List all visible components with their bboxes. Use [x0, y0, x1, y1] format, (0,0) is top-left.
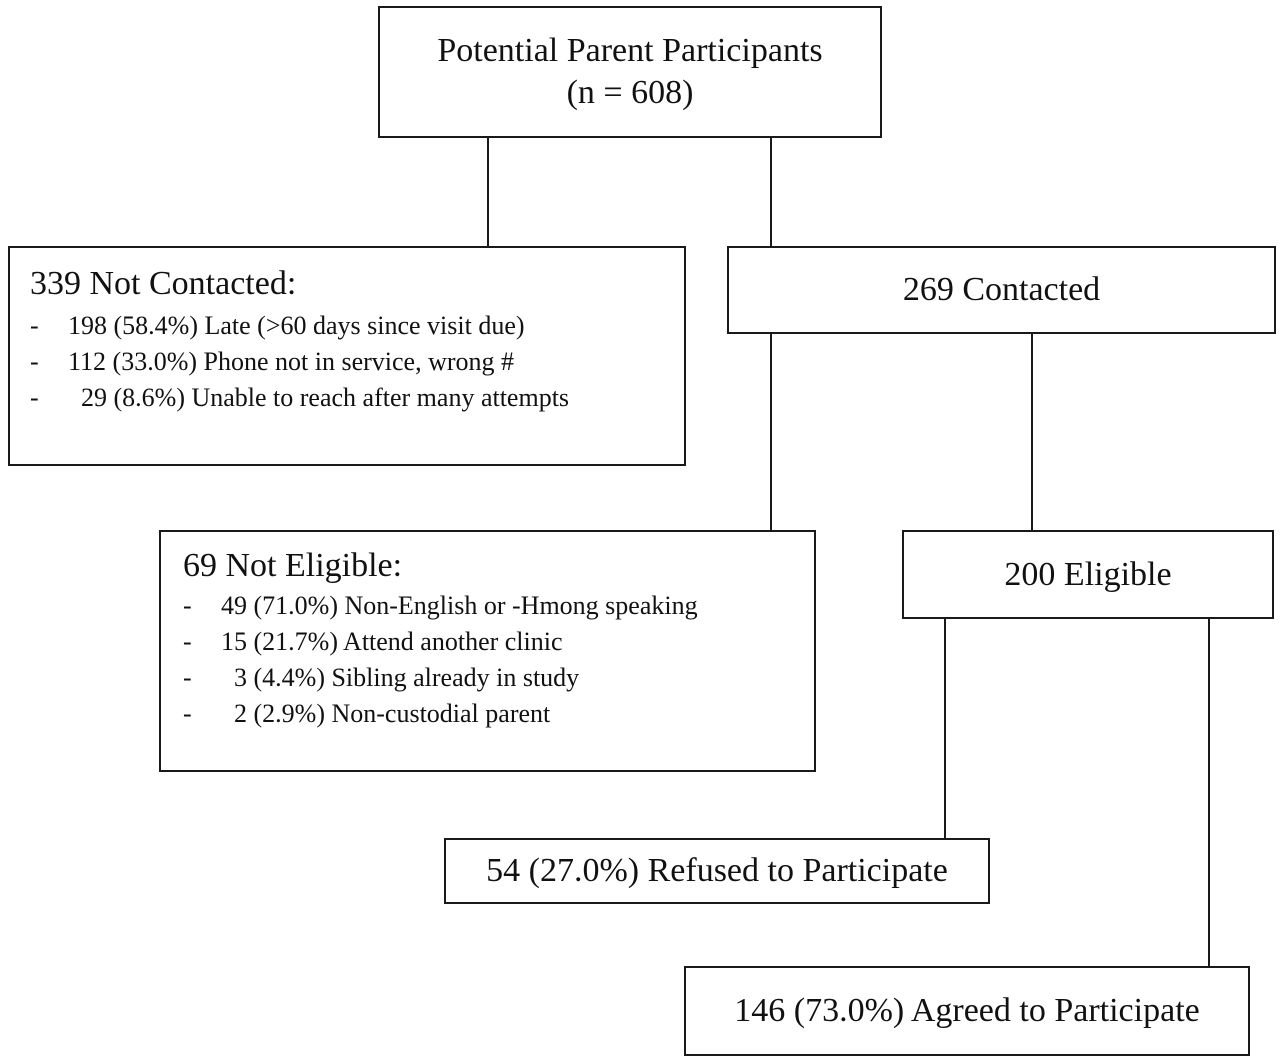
potential-participants-box: Potential Parent Participants (n = 608) [378, 6, 882, 138]
list-dash: - [30, 383, 39, 412]
list-item-text: 3 (4.4%) Sibling already in study [221, 663, 580, 692]
list-item-text: 112 (33.0%) Phone not in service, wrong … [68, 347, 515, 376]
list-item-text: 198 (58.4%) Late (>60 days since visit d… [68, 311, 525, 340]
list-item-text: 2 (2.9%) Non-custodial parent [221, 699, 551, 728]
not-eligible-heading: 69 Not Eligible: [183, 547, 403, 584]
list-item-text: 15 (21.7%) Attend another clinic [221, 627, 563, 656]
list-dash: - [183, 591, 192, 620]
connector-eligible-to-agreed [1208, 618, 1210, 968]
connector-top-to-not-contacted [487, 137, 489, 247]
connector-eligible-to-refused [944, 618, 946, 839]
list-dash: - [183, 627, 192, 656]
list-dash: - [30, 347, 39, 376]
list-item: -49 (71.0%) Non-English or -Hmong speaki… [183, 588, 814, 624]
connector-contacted-to-not-eligible [770, 333, 772, 531]
list-item: - 3 (4.4%) Sibling already in study [183, 660, 814, 696]
refused-label: 54 (27.0%) Refused to Participate [486, 852, 948, 889]
refused-box: 54 (27.0%) Refused to Participate [444, 838, 990, 904]
contacted-label: 269 Contacted [902, 271, 1101, 308]
not-eligible-list: -49 (71.0%) Non-English or -Hmong speaki… [183, 588, 814, 732]
connector-top-to-contacted [770, 137, 772, 247]
list-item: - 29 (8.6%) Unable to reach after many a… [30, 380, 684, 416]
agreed-box: 146 (73.0%) Agreed to Participate [684, 966, 1250, 1056]
list-dash: - [183, 699, 192, 728]
not-contacted-box: 339 Not Contacted: -198 (58.4%) Late (>6… [8, 246, 686, 466]
list-item: -198 (58.4%) Late (>60 days since visit … [30, 308, 684, 344]
list-item: - 2 (2.9%) Non-custodial parent [183, 696, 814, 732]
potential-participants-count: (n = 608) [566, 74, 694, 111]
agreed-label: 146 (73.0%) Agreed to Participate [734, 992, 1200, 1029]
not-contacted-list: -198 (58.4%) Late (>60 days since visit … [30, 308, 684, 416]
not-contacted-heading: 339 Not Contacted: [30, 265, 297, 302]
list-dash: - [183, 663, 192, 692]
not-eligible-box: 69 Not Eligible: -49 (71.0%) Non-English… [159, 530, 816, 772]
list-item-text: 49 (71.0%) Non-English or -Hmong speakin… [221, 591, 698, 620]
potential-participants-title: Potential Parent Participants [437, 32, 823, 69]
eligible-box: 200 Eligible [902, 530, 1274, 619]
list-item: -15 (21.7%) Attend another clinic [183, 624, 814, 660]
list-item: -112 (33.0%) Phone not in service, wrong… [30, 344, 684, 380]
connector-contacted-to-eligible [1031, 333, 1033, 531]
list-dash: - [30, 311, 39, 340]
contacted-box: 269 Contacted [727, 246, 1276, 334]
list-item-text: 29 (8.6%) Unable to reach after many att… [68, 383, 570, 412]
eligible-label: 200 Eligible [1004, 555, 1172, 593]
